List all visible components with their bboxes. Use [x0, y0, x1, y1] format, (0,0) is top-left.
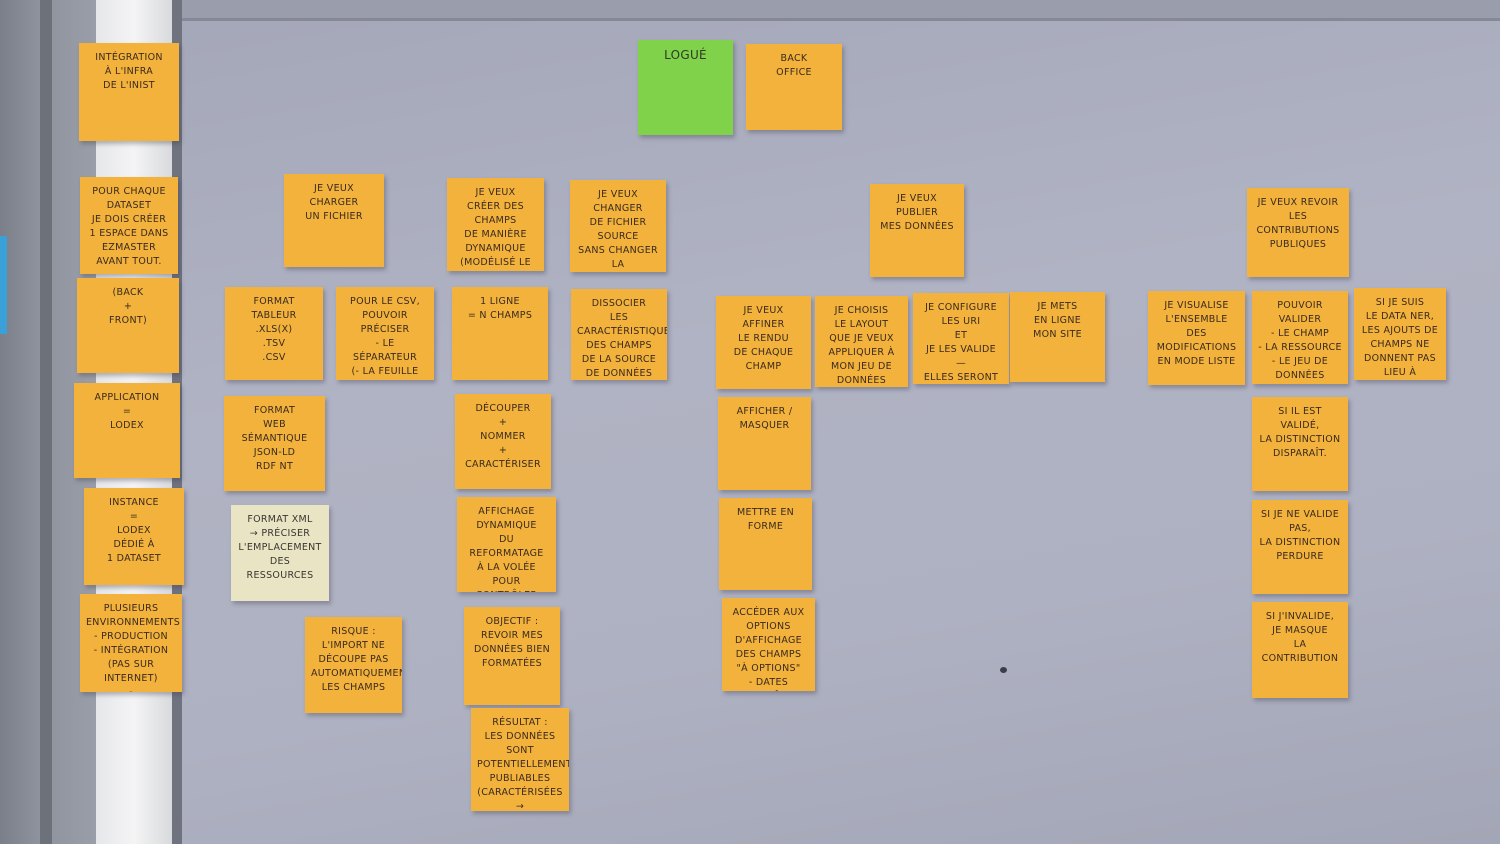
sticky-note: Si il est validé, la distinction dispara…	[1252, 397, 1348, 491]
sticky-note: Je veux publier mes données	[870, 184, 964, 277]
sticky-note: Format web sémantique JSON-LD RDF NT	[224, 396, 325, 491]
sticky-note: Objectif : revoir mes données bien forma…	[464, 607, 560, 705]
sticky-note: 1 ligne = n champs	[452, 287, 548, 380]
sticky-note: Si je ne valide pas, la distinction perd…	[1252, 500, 1348, 594]
sticky-note: Instance = Lodex dédié à 1 dataset	[84, 488, 184, 585]
sticky-note: Plusieurs environnements - Production - …	[80, 594, 182, 692]
sticky-note: Logué	[638, 40, 733, 135]
sticky-note: Résultat : les données sont potentiellem…	[471, 708, 569, 811]
sticky-note: Je configure les URI et je les valide — …	[913, 293, 1009, 384]
sticky-note: Je visualise l'ensemble des modification…	[1148, 291, 1245, 385]
board-top-edge	[182, 18, 1500, 21]
sticky-note: Pouvoir valider - le champ - la ressourc…	[1252, 291, 1348, 384]
sticky-note: Je veux créer des champs de manière dyna…	[447, 178, 544, 271]
sticky-note: (Back + Front)	[77, 278, 179, 373]
sticky-note: Je veux affiner le rendu de chaque champ	[716, 296, 811, 389]
magnet-dot	[1000, 667, 1007, 673]
sticky-note: Pour le CSV, pouvoir préciser - le sépar…	[336, 287, 434, 380]
sticky-note: Mettre en forme	[719, 498, 812, 590]
sticky-note: Je veux revoir les contributions publiqu…	[1247, 188, 1349, 277]
sticky-note: Je veux changer de fichier source sans c…	[570, 180, 666, 272]
sticky-note: Dissocier les caractéristiques des champ…	[571, 289, 667, 380]
sticky-note: Si je suis le data ner, les ajouts de ch…	[1354, 288, 1446, 380]
sticky-note: Application = Lodex	[74, 383, 180, 478]
board-top-rail	[182, 0, 1500, 18]
sticky-note: Découper + nommer + caractériser	[455, 394, 551, 489]
sticky-note: Back office	[746, 44, 842, 130]
sticky-note: Si j'invalide, je masque la contribution	[1252, 602, 1348, 698]
sticky-note: Je mets en ligne mon site	[1010, 292, 1105, 382]
sticky-note: Format XML → préciser l'emplacement des …	[231, 505, 329, 601]
sticky-note: Afficher / masquer	[718, 397, 811, 490]
sticky-note: Format tableur .XLS(X) .TSV .CSV	[225, 287, 323, 380]
sticky-note: Je choisis le layout que je veux appliqu…	[815, 296, 908, 387]
sticky-note: Intégration à l'infra de l'Inist	[79, 43, 179, 141]
blue-note-edge	[0, 236, 7, 334]
sticky-note: Pour chaque dataset je dois créer 1 espa…	[80, 177, 178, 274]
sticky-note: Affichage dynamique du reformatage à la …	[457, 497, 556, 592]
sticky-note: Accéder aux options d'affichage des cham…	[722, 598, 815, 691]
sticky-note: Risque : l'import ne découpe pas automat…	[305, 617, 402, 713]
sticky-note: Je veux charger un fichier	[284, 174, 384, 267]
frame-groove	[40, 0, 52, 844]
